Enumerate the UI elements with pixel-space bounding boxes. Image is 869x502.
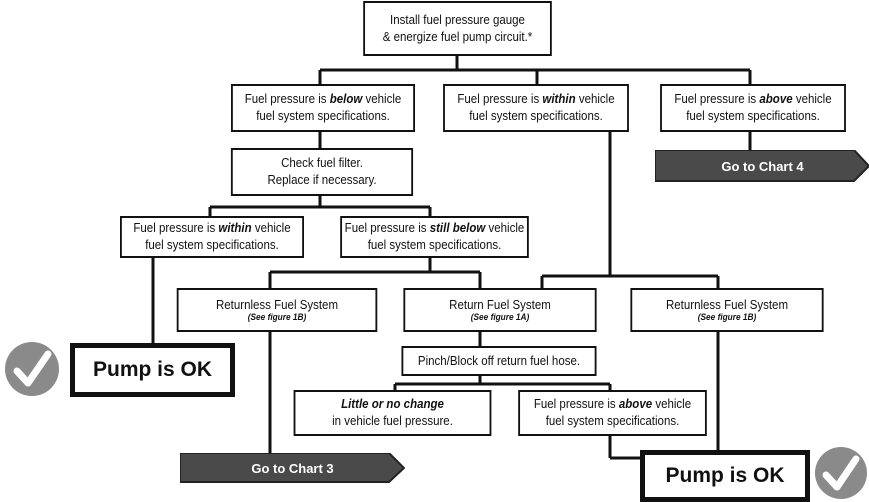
above-result-line2: fuel system specifications. xyxy=(545,414,680,428)
return-sub: (See figure 1A) xyxy=(470,312,530,323)
still-below-post: vehicle xyxy=(485,221,525,236)
go-to-chart-3-label: Go to Chart 3 xyxy=(251,460,334,476)
pump-ok-right-box: Pump is OK xyxy=(640,450,810,502)
pump-ok-left-label: Pump is OK xyxy=(92,358,213,381)
start-line1: Install fuel pressure gauge xyxy=(390,12,525,27)
returnless-right-sub: (See figure 1B) xyxy=(697,312,757,323)
above-emph: above xyxy=(759,92,793,107)
still-below-pre: Fuel pressure is xyxy=(344,221,430,236)
check-filter-box: Check fuel filter. Replace if necessary. xyxy=(230,148,414,196)
above-result-post: vehicle xyxy=(652,397,692,412)
af-within-line2: fuel system specifications. xyxy=(145,238,279,252)
af-within-pre: Fuel pressure is xyxy=(133,221,219,236)
go-to-chart-3-arrow[interactable]: Go to Chart 3 xyxy=(180,453,405,483)
filter-line1: Check fuel filter. xyxy=(281,156,363,171)
above-result-pre: Fuel pressure is xyxy=(533,397,619,412)
returnless-left-sub: (See figure 1B) xyxy=(247,312,307,323)
start-step-box: Install fuel pressure gauge & energize f… xyxy=(363,1,552,56)
checkmark-icon xyxy=(815,447,867,499)
arrow-shape-icon xyxy=(180,453,405,483)
below-emph: below xyxy=(329,92,363,107)
go-to-chart-4-label: Go to Chart 4 xyxy=(721,158,804,174)
returnless-right-title: Returnless Fuel System xyxy=(665,297,789,312)
above-result-box: Fuel pressure is above vehicle fuel syst… xyxy=(518,390,707,436)
within-spec-box: Fuel pressure is within vehicle fuel sys… xyxy=(443,84,629,132)
af-within-post: vehicle xyxy=(251,221,291,236)
still-below-line2: fuel system specifications. xyxy=(367,238,502,252)
returnless-left-title: Returnless Fuel System xyxy=(215,297,339,312)
return-title: Return Fuel System xyxy=(449,297,551,312)
above-pre: Fuel pressure is xyxy=(674,92,760,107)
little-change-emph: Little or no change xyxy=(341,397,444,412)
pinch-text: Pinch/Block off return fuel hose. xyxy=(417,353,581,368)
within-line2: fuel system specifications. xyxy=(469,109,603,123)
below-post: vehicle xyxy=(362,92,402,107)
start-line2: & energize fuel pump circuit.* xyxy=(382,29,533,44)
filter-line2: Replace if necessary. xyxy=(267,173,377,187)
above-post: vehicle xyxy=(792,92,832,107)
below-pre: Fuel pressure is xyxy=(244,92,330,107)
below-spec-box: Fuel pressure is below vehicle fuel syst… xyxy=(231,84,415,132)
return-system-box: Return Fuel System (See figure 1A) xyxy=(403,288,597,332)
arrow-shape-icon xyxy=(655,150,869,182)
within-pre: Fuel pressure is xyxy=(457,92,543,107)
pump-ok-right-label: Pump is OK xyxy=(665,464,785,487)
above-spec-box: Fuel pressure is above vehicle fuel syst… xyxy=(660,84,846,132)
little-change-line2: in vehicle fuel pressure. xyxy=(332,414,453,428)
checkmark-icon xyxy=(5,342,59,396)
still-below-box: Fuel pressure is still below vehicle fue… xyxy=(340,216,529,258)
returnless-system-left-box: Returnless Fuel System (See figure 1B) xyxy=(176,288,378,332)
go-to-chart-4-arrow[interactable]: Go to Chart 4 xyxy=(655,150,869,182)
little-change-box: Little or no change in vehicle fuel pres… xyxy=(293,390,492,436)
returnless-system-right-box: Returnless Fuel System (See figure 1B) xyxy=(630,288,824,332)
below-line2: fuel system specifications. xyxy=(256,109,390,123)
pump-ok-left-box: Pump is OK xyxy=(70,343,235,397)
within-after-filter-box: Fuel pressure is within vehicle fuel sys… xyxy=(120,216,304,258)
pinch-hose-box: Pinch/Block off return fuel hose. xyxy=(401,346,597,376)
still-below-emph: still below xyxy=(429,221,486,236)
within-post: vehicle xyxy=(575,92,615,107)
above-result-emph: above xyxy=(618,397,653,412)
within-emph: within xyxy=(542,92,576,107)
above-line2: fuel system specifications. xyxy=(686,109,820,123)
af-within-emph: within xyxy=(218,221,252,236)
